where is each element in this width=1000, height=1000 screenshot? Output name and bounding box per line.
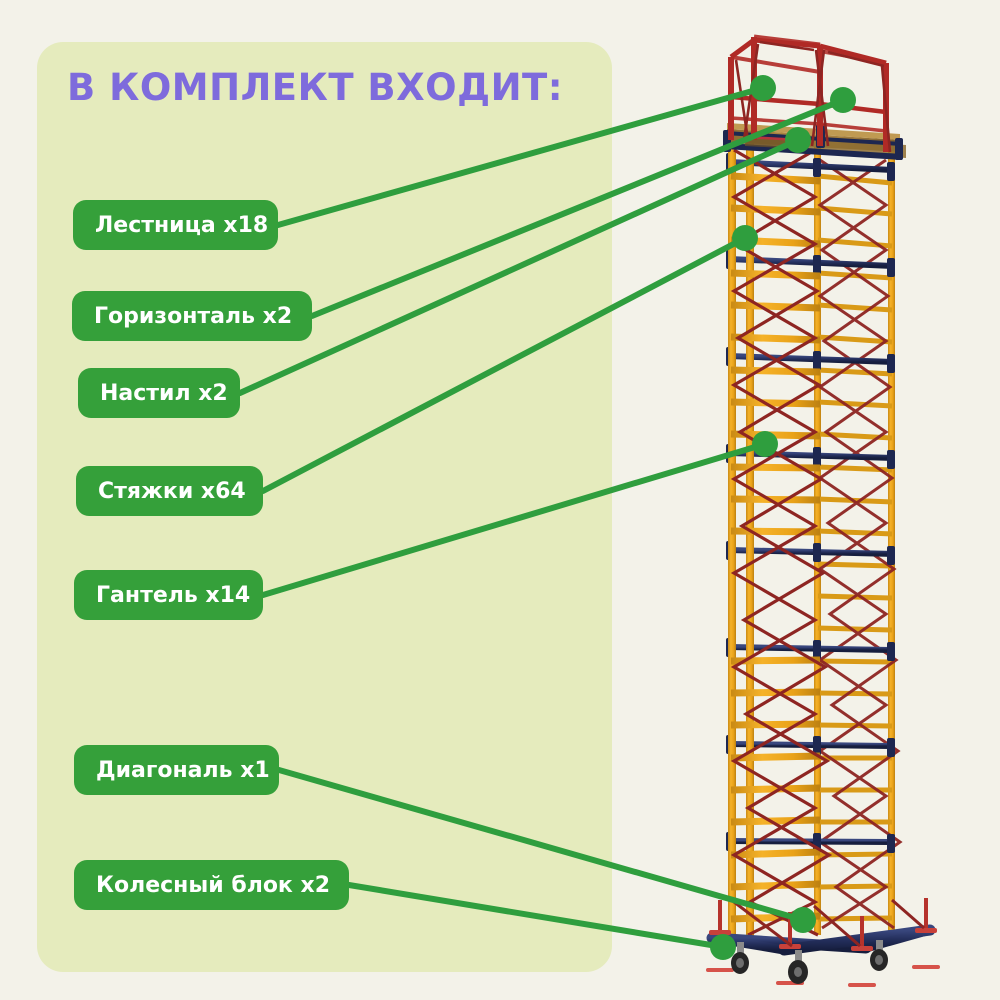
leader-line — [237, 137, 801, 396]
leader-endpoint-dot — [790, 907, 816, 933]
leader-line — [260, 235, 748, 494]
component-chip[interactable]: Гантель x14 — [74, 570, 263, 620]
component-chip[interactable]: Горизонталь x2 — [72, 291, 312, 341]
component-chip-label: Диагональ x1 — [96, 757, 270, 783]
leader-line — [276, 767, 806, 923]
component-chip[interactable]: Стяжки x64 — [76, 466, 263, 516]
leader-endpoint-dot — [732, 225, 758, 251]
leader-line — [275, 85, 766, 228]
leader-line — [260, 441, 768, 598]
component-chip-label: Настил x2 — [100, 380, 228, 406]
component-chip-label: Гантель x14 — [96, 582, 251, 608]
component-chip[interactable]: Диагональ x1 — [74, 745, 279, 795]
rear-ladder-frame — [814, 140, 903, 935]
leader-line — [309, 97, 846, 319]
component-chip-label: Стяжки x64 — [98, 478, 246, 504]
leader-endpoint-dot — [750, 75, 776, 101]
component-chip-label: Горизонталь x2 — [94, 303, 293, 329]
component-chip[interactable]: Лестница x18 — [73, 200, 278, 250]
leader-line — [346, 882, 726, 950]
leader-endpoint-dot — [752, 431, 778, 457]
component-chip[interactable]: Настил x2 — [78, 368, 240, 418]
leader-endpoint-dot — [785, 127, 811, 153]
component-chip-label: Лестница x18 — [95, 212, 269, 238]
component-chip-label: Колесный блок x2 — [96, 872, 331, 898]
leader-endpoint-dot — [710, 934, 736, 960]
front-ladder-frame — [728, 140, 833, 940]
page-title: В КОМПЛЕКТ ВХОДИТ: — [67, 66, 564, 109]
leader-endpoint-dot — [830, 87, 856, 113]
component-chip[interactable]: Колесный блок x2 — [74, 860, 349, 910]
